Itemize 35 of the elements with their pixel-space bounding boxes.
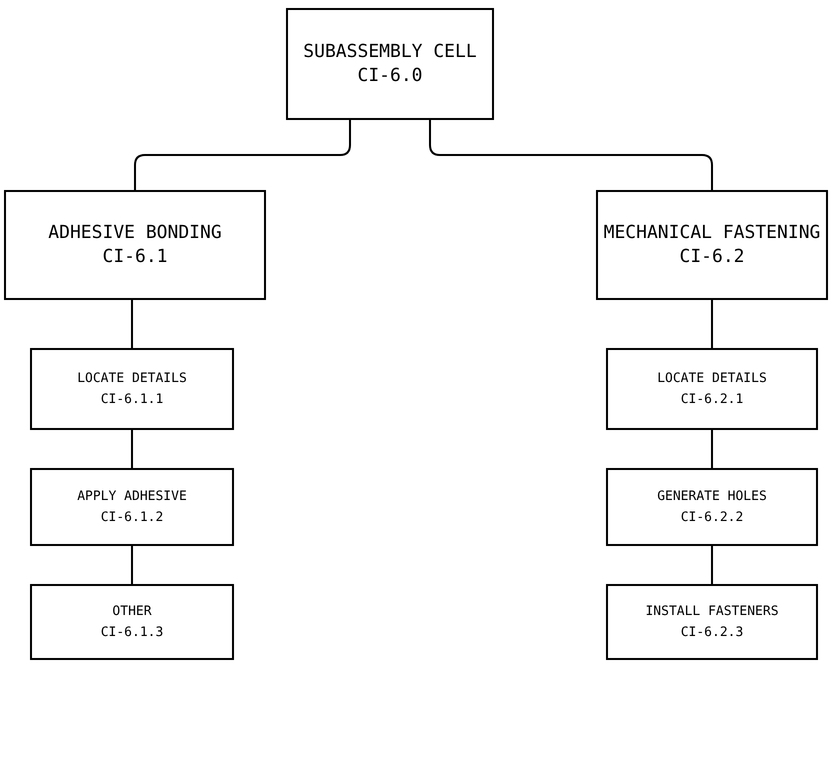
- process-code: CI-6.2.1: [680, 390, 744, 408]
- process-name: INSTALL FASTENERS: [645, 602, 779, 620]
- process-name: OTHER: [112, 602, 152, 620]
- process-box: [606, 468, 818, 546]
- connector-line: [711, 430, 713, 468]
- process-box: [286, 8, 494, 120]
- connector-line: [131, 300, 133, 348]
- process-box: [30, 348, 234, 430]
- connector-line: [429, 120, 713, 190]
- process-box: [4, 190, 266, 300]
- process-box: [30, 584, 234, 660]
- process-code: CI-6.2.2: [680, 508, 744, 526]
- process-name: LOCATE DETAILS: [77, 370, 187, 388]
- process-name: LOCATE DETAILS: [657, 370, 767, 388]
- process-name: SUBASSEMBLY CELL: [303, 40, 477, 64]
- process-box: [606, 584, 818, 660]
- process-name: APPLY ADHESIVE: [77, 488, 187, 506]
- process-code: CI-6.0: [357, 64, 423, 88]
- connector-line: [131, 430, 133, 468]
- connector-line: [711, 300, 713, 348]
- connector-line: [711, 546, 713, 584]
- connector-line: [131, 546, 133, 584]
- process-name: ADHESIVE BONDING: [48, 220, 222, 245]
- process-box: [606, 348, 818, 430]
- process-code: CI-6.1.1: [100, 390, 164, 408]
- connector-line: [134, 120, 351, 190]
- process-code: CI-6.1.3: [100, 624, 164, 642]
- process-code: CI-6.2.3: [680, 624, 744, 642]
- process-box: [596, 190, 828, 300]
- process-name: MECHANICAL FASTENING: [604, 220, 820, 245]
- process-name: GENERATE HOLES: [657, 488, 767, 506]
- process-code: CI-6.1.2: [100, 508, 164, 526]
- process-box: [30, 468, 234, 546]
- process-code: CI-6.2: [679, 245, 745, 269]
- process-code: CI-6.1: [102, 245, 168, 269]
